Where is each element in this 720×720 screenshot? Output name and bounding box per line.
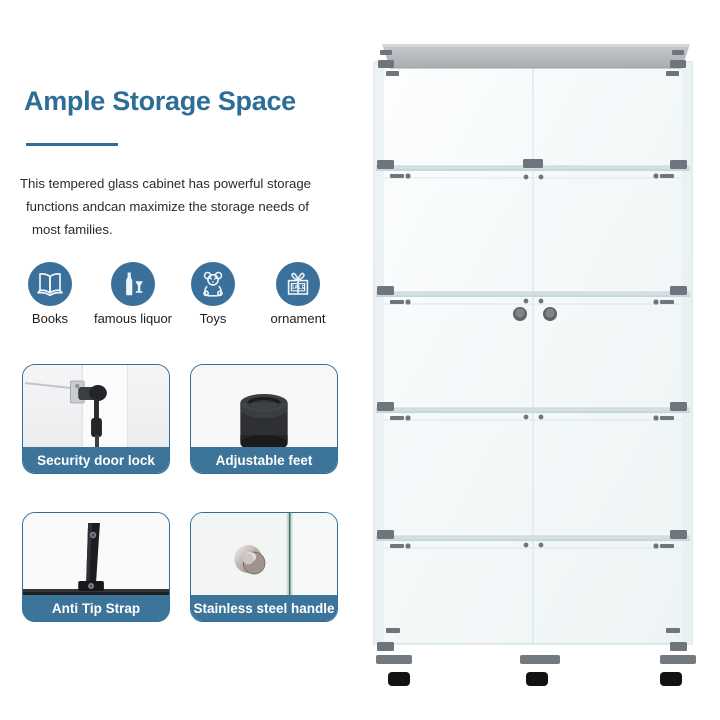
use-case-famous-liquor: famous liquor (86, 262, 180, 326)
teddy-bear-icon (191, 262, 235, 306)
use-case-label: ornament (270, 311, 326, 326)
body-line-1: This tempered glass cabinet has powerful… (20, 176, 312, 191)
use-case-toys: Toys (182, 262, 244, 326)
feature-card-stainless-handle: Stainless steel handle (190, 512, 338, 622)
cabinet-shelf-bracket (377, 50, 687, 651)
feature-card-caption: Anti Tip Strap (23, 595, 169, 621)
feature-card-caption: Adjustable feet (191, 447, 337, 473)
use-case-label: Books (31, 311, 69, 326)
use-case-icon-strip: Books famous liquor (0, 262, 360, 342)
cabinet-adjustable-foot (388, 672, 682, 686)
cabinet-base-bracket (376, 655, 696, 664)
title-underline-rule (26, 143, 118, 146)
use-case-label: Toys (199, 311, 227, 326)
gift-box-icon: SALE (276, 262, 320, 306)
marketing-copy-panel: Ample Storage Space This tempered glass … (0, 86, 360, 622)
feature-card-adjustable-feet: Adjustable feet (190, 364, 338, 474)
use-case-ornament: SALE ornament (246, 262, 350, 326)
cabinet-glass-body (373, 61, 693, 645)
feature-card-anti-tip-strap: Anti Tip Strap (22, 512, 170, 622)
cabinet-shelf (376, 291, 690, 305)
feature-card-caption: Security door lock (23, 447, 169, 473)
page-title: Ample Storage Space (24, 86, 296, 116)
use-case-books: Books (14, 262, 86, 326)
body-paragraph: This tempered glass cabinet has powerful… (20, 172, 344, 241)
use-case-label: famous liquor (93, 311, 173, 326)
product-photo-glass-display-cabinet (360, 0, 720, 720)
feature-card-security-door-lock: Security door lock (22, 364, 170, 474)
cabinet-shelf (376, 407, 690, 421)
gift-box-sale-badge-text: SALE (291, 285, 306, 291)
cabinet-shelf (376, 535, 690, 549)
cabinet-top-panel (382, 44, 690, 69)
open-book-icon (28, 262, 72, 306)
liquor-bottle-glass-icon (111, 262, 155, 306)
cabinet-door-knob (513, 307, 557, 321)
body-line-3: most families. (32, 222, 113, 237)
feature-card-caption: Stainless steel handle (191, 595, 337, 621)
body-line-2: functions andcan maximize the storage ne… (26, 199, 309, 214)
